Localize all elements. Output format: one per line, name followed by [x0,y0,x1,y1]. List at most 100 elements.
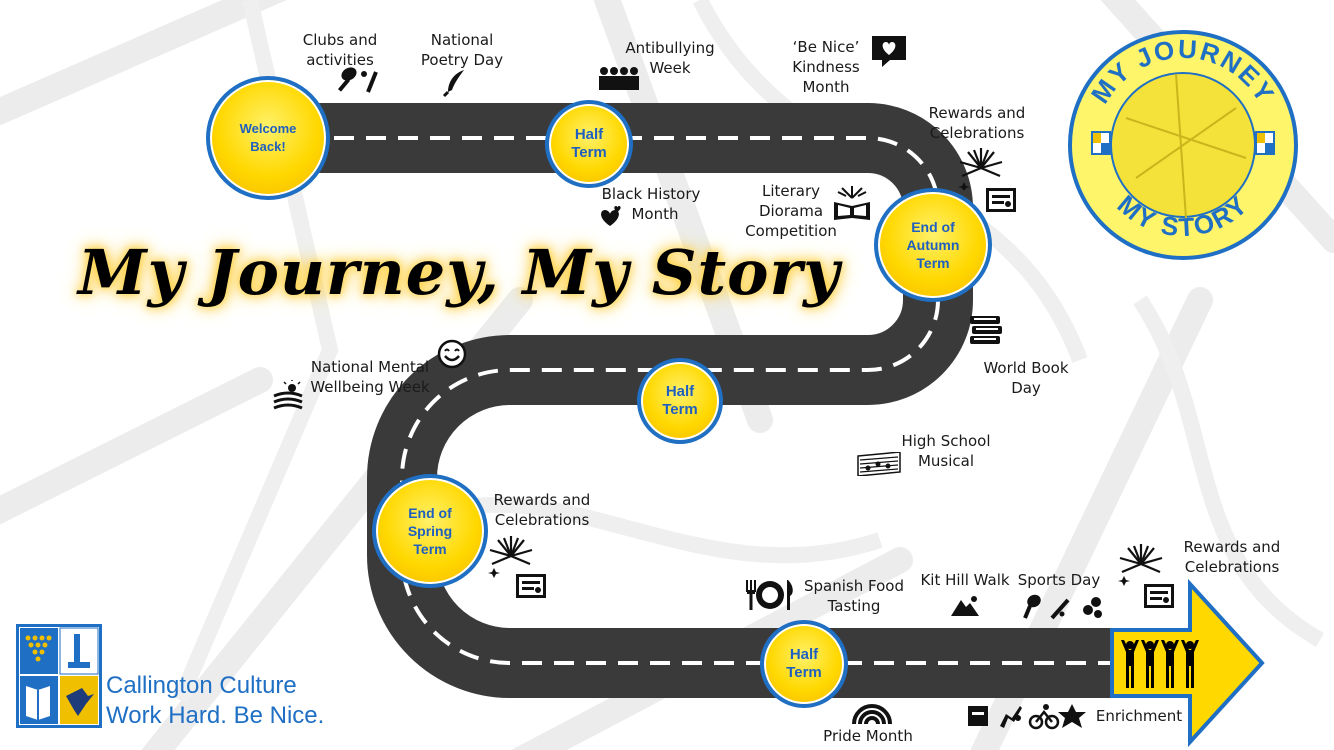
event-line: Kindness [792,58,860,76]
event-line: World Book [983,359,1069,377]
milestone-line: End of [408,505,452,521]
event-kit-hill-walk: Kit Hill Walk [918,570,1012,590]
event-line: Rewards and [928,104,1026,122]
smiley-face-icon [437,339,467,369]
milestone-line: Term [662,401,698,418]
event-line: Celebrations [929,124,1025,142]
event-line: activities [306,51,374,69]
sheet-music-icon [857,452,901,476]
milestone-line: Back! [250,139,286,154]
event-line: Clubs and [302,31,378,49]
quill-pen-icon [442,70,464,98]
page-title: My Journey, My Story [78,236,841,309]
milestone-line: Autumn [906,237,960,253]
milestone-end-of-spring-term: End of Spring Term [372,474,488,588]
milestone-welcome-back: Welcome Back! [206,76,330,200]
event-line: Pride Month [823,727,913,745]
enrichment-activities-icon [968,704,1086,730]
open-book-icon [834,186,870,220]
event-line: Sports Day [1017,571,1101,589]
event-rewards-celebrations-1: Rewards and Celebrations [918,103,1036,143]
event-line: Rewards and [1183,538,1281,556]
event-line: National [430,31,494,49]
event-line: Poetry Day [420,51,504,69]
milestone-line: Half [789,646,819,663]
event-antibullying-week: Antibullying Week [618,38,722,78]
event-line: National Mental [310,358,430,376]
milestone-line: Term [571,144,607,161]
people-arms-raised-icon [1118,636,1206,692]
school-logo-icon [1091,131,1275,155]
event-rewards-celebrations-2: Rewards and Celebrations [482,490,602,530]
event-rewards-celebrations-3: Rewards and Celebrations [1172,537,1292,577]
fireworks-icon [1118,544,1163,586]
event-line: Rewards and [493,491,591,509]
certificate-icon [1144,584,1174,608]
certificate-icon [986,188,1016,212]
plate-cutlery-icon [746,580,793,610]
heart-speech-bubble-icon [872,36,906,67]
fireworks-icon [488,536,533,578]
event-line: Diorama [758,202,824,220]
group-of-people-icon [599,67,639,90]
event-line: Month [802,78,850,96]
milestone-line: Spring [407,523,453,539]
event-line: Competition [745,222,837,240]
milestone-end-of-autumn-term: End of Autumn Term [874,188,992,302]
event-line: Antibullying [625,39,715,57]
event-mental-wellbeing-week: National Mental Wellbeing Week [300,357,440,397]
event-line: Week [649,59,691,77]
event-pride-month: Pride Month [816,726,920,746]
event-kindness-month: ‘Be Nice’ Kindness Month [776,37,876,97]
event-line: Kit Hill Walk [920,571,1010,589]
event-line: Month [631,205,679,223]
milestone-half-term-3: Half Term [760,620,848,708]
stacked-books-icon [970,316,1002,344]
event-sports-day: Sports Day [1014,570,1104,590]
milestone-line: Term [413,541,447,557]
school-logo-icon [16,624,102,728]
sunrise-landscape-icon [273,380,303,410]
event-line: High School [901,432,991,450]
milestone-half-term-2: Half Term [637,358,723,444]
event-clubs-activities: Clubs and activities [290,30,390,70]
event-line: Wellbeing Week [310,378,430,396]
event-line: Day [1011,379,1041,397]
event-line: Celebrations [1184,558,1280,576]
culture-line-2: Work Hard. Be Nice. [106,702,325,729]
event-national-poetry-day: National Poetry Day [412,30,512,70]
road-center-line [270,136,1118,665]
certificate-icon [516,574,546,598]
event-line: Celebrations [494,511,590,529]
event-line: Musical [917,452,975,470]
mountain-icon [951,596,979,616]
milestone-line: Welcome [239,121,297,136]
event-line: Black History [601,185,701,203]
milestone-line: Term [786,664,822,681]
milestone-line: Half [665,383,695,400]
sports-equipment-icon [1023,594,1102,620]
rainbow-icon [852,704,892,724]
event-line: Tasting [827,597,881,615]
milestone-line: Half [574,126,604,143]
event-line: ‘Be Nice’ [792,38,860,56]
milestone-line: Term [916,255,950,271]
event-line: Literary [761,182,821,200]
event-black-history-month: Black History Month [596,184,706,224]
culture-line-1: Callington Culture [106,672,297,699]
tennis-racket-icon [337,67,378,93]
event-line: Spanish Food [804,577,904,595]
event-line: Enrichment [1095,707,1183,725]
event-world-book-day: World Book Day [976,358,1076,398]
fireworks-icon [958,148,1003,190]
event-enrichment: Enrichment [1092,706,1186,726]
hearts-icon [601,206,621,226]
event-spanish-food-tasting: Spanish Food Tasting [798,576,910,616]
event-literary-diorama: Literary Diorama Competition [738,181,844,241]
event-high-school-musical: High School Musical [892,431,1000,471]
milestone-half-term-1: Half Term [545,100,633,188]
milestone-line: End of [911,219,955,235]
